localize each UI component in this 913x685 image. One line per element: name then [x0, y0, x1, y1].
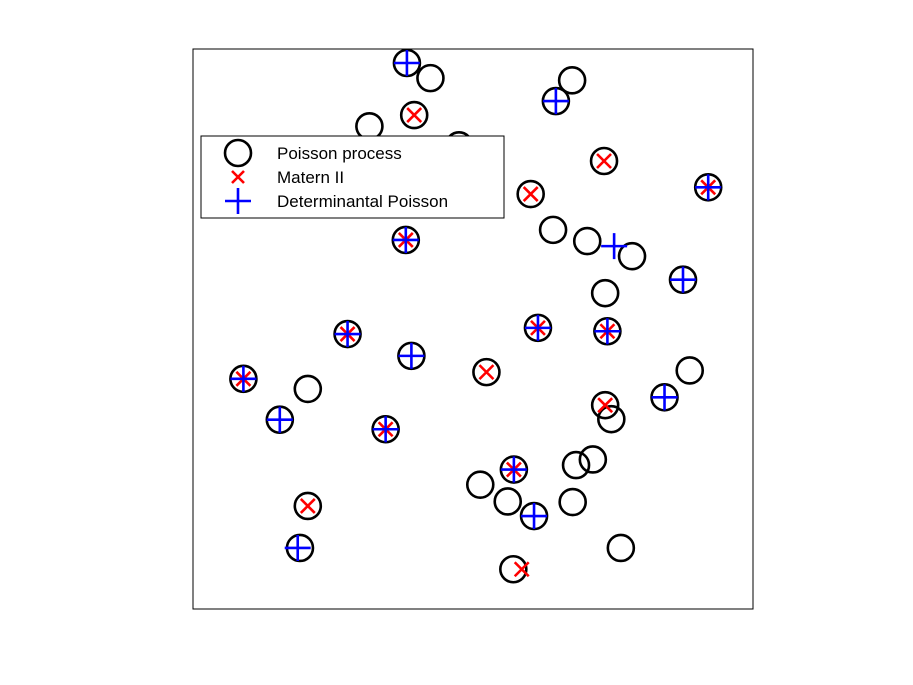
determinantal-poisson-point-2 — [695, 174, 722, 201]
poisson-process-point-24 — [590, 390, 620, 420]
poisson-process-point-39 — [606, 533, 636, 563]
poisson-process-point-30 — [578, 445, 608, 474]
determinantal-poisson-point-10 — [230, 365, 257, 392]
poisson-process-point-13 — [590, 278, 620, 308]
determinantal-poisson-point-15 — [521, 503, 548, 530]
plot-marks — [229, 48, 723, 584]
matern-ii-point-13 — [299, 498, 316, 514]
determinantal-poisson-point-12 — [266, 406, 293, 433]
determinantal-poisson-point-1 — [542, 88, 569, 115]
poisson-process-point-11 — [572, 226, 602, 256]
poisson-process-point-1 — [416, 63, 445, 93]
matern-ii-point-10 — [597, 397, 614, 414]
poisson-process-point-32 — [465, 470, 495, 499]
legend-marker-determinantal-poisson — [225, 188, 251, 214]
matern-ii-point-0 — [406, 107, 423, 123]
legend-label-determinantal-poisson: Determinantal Poisson — [277, 192, 448, 211]
legend-marker-matern-ii — [231, 170, 245, 184]
determinantal-poisson-point-14 — [500, 456, 527, 483]
poisson-process-point-31 — [561, 450, 591, 480]
poisson-process-point-19 — [293, 374, 323, 404]
determinantal-poisson-point-4 — [601, 233, 628, 260]
poisson-process-point-9 — [516, 179, 545, 209]
determinantal-poisson-point-0 — [393, 50, 420, 76]
determinantal-poisson-point-11 — [651, 384, 678, 411]
poisson-process-point-2 — [557, 66, 587, 95]
determinantal-poisson-point-9 — [398, 342, 425, 369]
determinantal-poisson-point-16 — [284, 534, 311, 561]
determinantal-poisson-point-13 — [372, 416, 399, 443]
poisson-process-point-38 — [499, 554, 528, 584]
legend-label-matern-ii: Matern II — [277, 168, 344, 187]
determinantal-poisson-point-7 — [594, 318, 621, 345]
poisson-process-point-34 — [558, 487, 587, 517]
poisson-process-point-35 — [293, 491, 323, 521]
series-determinantal-poisson — [230, 50, 722, 561]
matern-ii-point-2 — [522, 186, 539, 202]
poisson-process-point-5 — [399, 100, 429, 130]
poisson-process-point-22 — [675, 356, 705, 385]
poisson-process-point-33 — [493, 487, 523, 516]
determinantal-poisson-point-3 — [392, 226, 419, 253]
poisson-process-point-21 — [472, 357, 501, 387]
poisson-process-point-10 — [538, 215, 568, 245]
legend-label-poisson-process: Poisson process — [277, 144, 402, 163]
determinantal-poisson-point-5 — [670, 266, 696, 293]
determinantal-poisson-point-6 — [524, 314, 551, 341]
matern-ii-point-14 — [513, 561, 530, 578]
plot-background — [192, 48, 754, 610]
matern-ii-point-8 — [478, 364, 495, 381]
legend-marker-poisson-process — [223, 138, 253, 168]
determinantal-poisson-point-8 — [334, 321, 361, 348]
matern-ii-point-1 — [596, 153, 612, 169]
poisson-process-point-7 — [589, 146, 619, 176]
poisson-process-point-29 — [597, 404, 626, 434]
poisson-process-point-12 — [617, 241, 647, 271]
